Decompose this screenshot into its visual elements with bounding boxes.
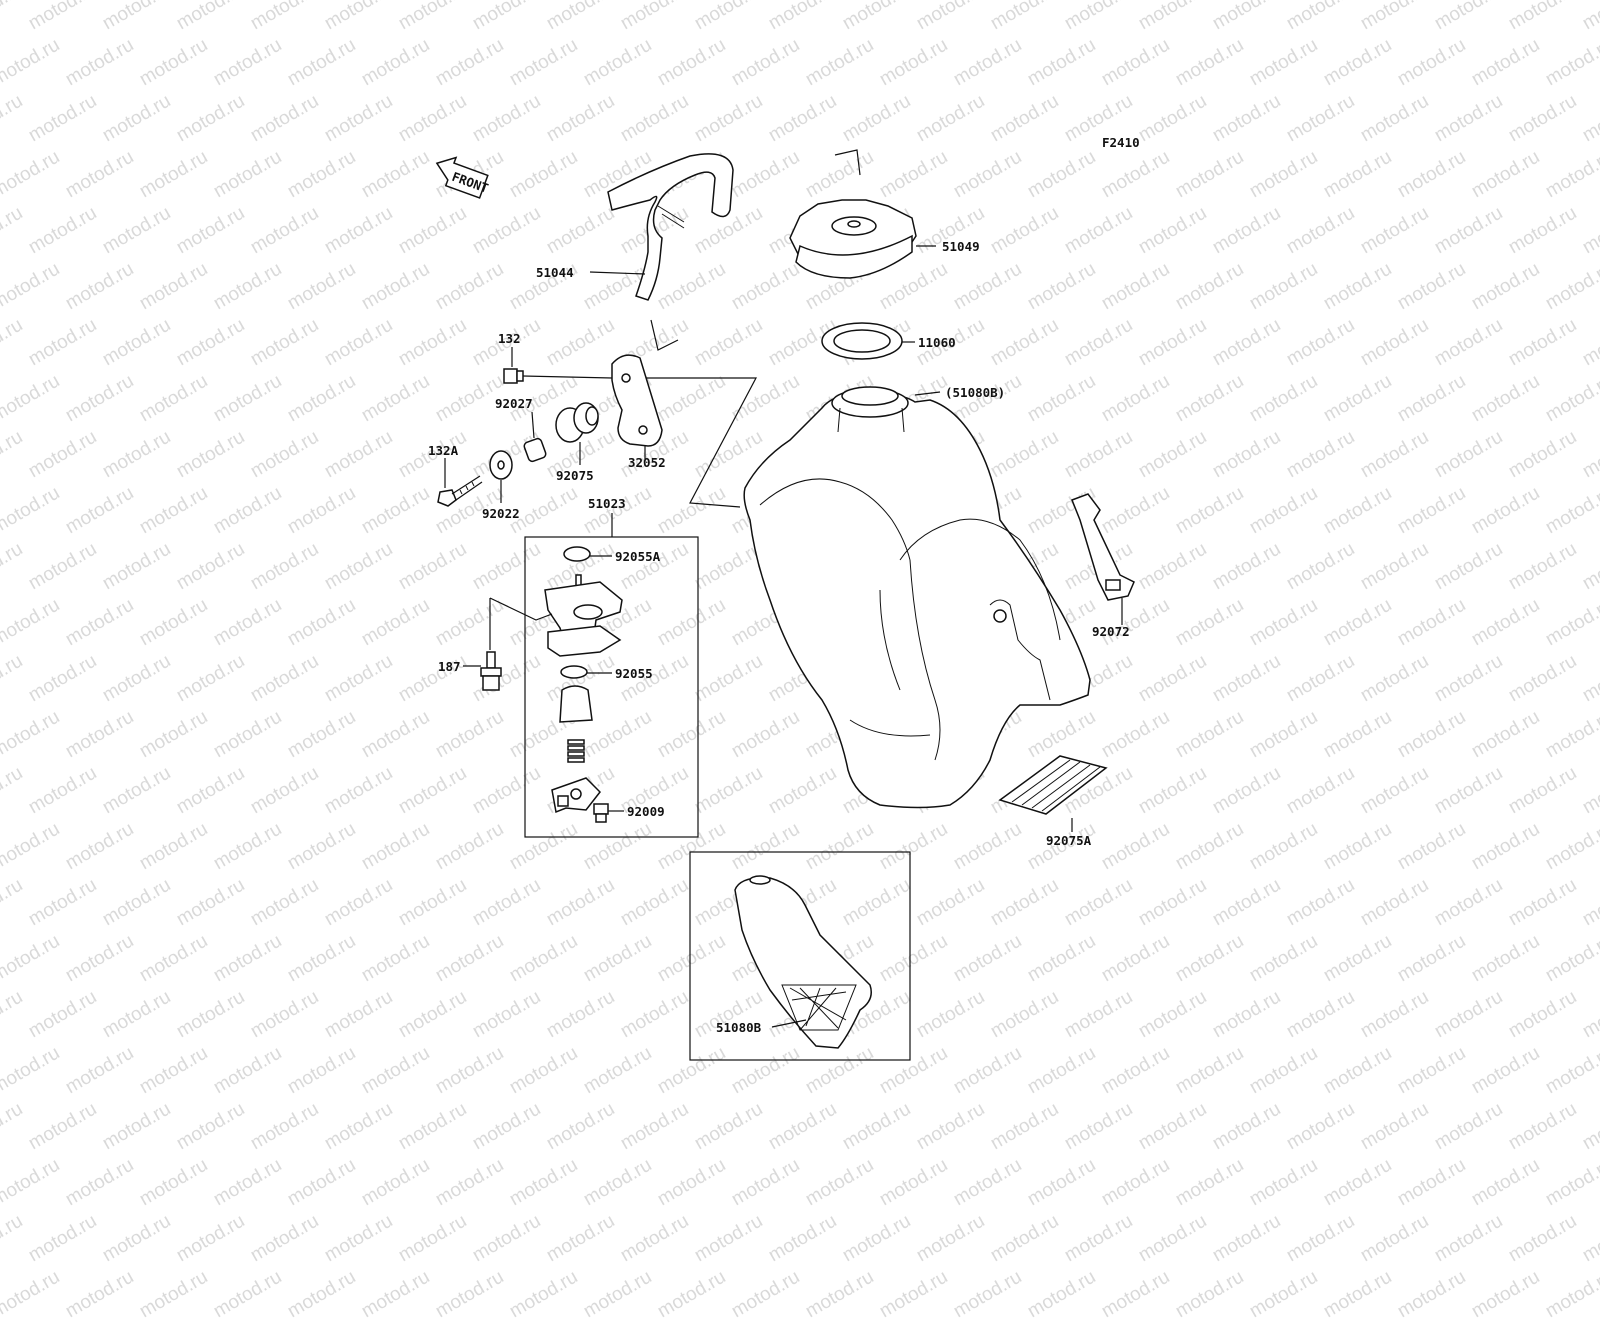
watermark-text: motod.ru <box>431 1266 508 1323</box>
label-92072: 92072 <box>1092 624 1130 639</box>
watermark-text: motod.ru <box>1578 1210 1600 1267</box>
label-51080B-paren: (51080B) <box>945 385 1005 400</box>
watermark-text: motod.ru <box>1393 1266 1470 1323</box>
watermark-text: motod.ru <box>838 1210 915 1267</box>
watermark-text: motod.ru <box>1430 1210 1507 1267</box>
spring <box>567 739 585 763</box>
label-92075: 92075 <box>556 468 594 483</box>
label-92009: 92009 <box>627 804 665 819</box>
label-132: 132 <box>498 331 521 346</box>
watermark-text: motod.ru <box>1134 1210 1211 1267</box>
watermark-text: motod.ru <box>542 1210 619 1267</box>
watermark-text: motod.ru <box>875 1266 952 1323</box>
watermark-text: motod.ru <box>616 1210 693 1267</box>
rubber-grommet <box>555 402 599 443</box>
label-51080B: 51080B <box>716 1020 762 1035</box>
watermark-text: motod.ru <box>505 1266 582 1323</box>
bolt-187 <box>480 651 502 691</box>
watermark-text: motod.ru <box>283 1266 360 1323</box>
label-51023: 51023 <box>588 496 626 511</box>
watermark-text: motod.ru <box>98 1210 175 1267</box>
figure-code: F2410 <box>1102 135 1140 150</box>
watermark-text: motod.ru <box>1208 1210 1285 1267</box>
washer <box>489 450 513 480</box>
watermark-text: motod.ru <box>986 1210 1063 1267</box>
watermark-text: motod.ru <box>949 1266 1026 1323</box>
breather-hose <box>607 153 734 301</box>
watermark-text: motod.ru <box>209 1266 286 1323</box>
watermark-text: motod.ru <box>1504 1210 1581 1267</box>
screw-92009 <box>593 803 609 823</box>
watermark-text: motod.ru <box>801 1266 878 1323</box>
o-ring-92055A <box>563 546 591 562</box>
fuel-tank-parts-diagram: F2410 FRONT 51044 51049 11060 <box>428 135 1140 1061</box>
rubber-pad <box>998 755 1108 815</box>
mounting-bracket <box>611 354 663 447</box>
fuel-cock-lever <box>551 777 601 814</box>
watermark-text: motod.ru <box>468 1210 545 1267</box>
watermark-text: motod.ru <box>357 1266 434 1323</box>
front-arrow-icon: FRONT <box>435 156 490 199</box>
watermark-text: motod.ru <box>1171 1266 1248 1323</box>
watermark-text: motod.ru <box>320 1210 397 1267</box>
watermark-text: motod.ru <box>0 1210 27 1267</box>
watermark-text: motod.ru <box>246 1210 323 1267</box>
fuel-cock-assembly-box <box>524 536 699 838</box>
bolt-132A <box>437 475 483 507</box>
label-32052: 32052 <box>628 455 666 470</box>
watermark-text: motod.ru <box>727 1266 804 1323</box>
tank-inset-box <box>689 851 911 1061</box>
watermark-text: motod.ru <box>653 1266 730 1323</box>
label-92055A: 92055A <box>615 549 661 564</box>
watermark-text: motod.ru <box>61 1266 138 1323</box>
watermark-text: motod.ru <box>1097 1266 1174 1323</box>
watermark-text: motod.ru <box>1060 1210 1137 1267</box>
bolt-132 <box>503 368 613 384</box>
label-11060: 11060 <box>918 335 956 350</box>
fuel-cock-valve <box>559 685 593 723</box>
label-92075A: 92075A <box>1046 833 1092 848</box>
fuel-tank-inset <box>734 875 872 1049</box>
label-187: 187 <box>438 659 461 674</box>
label-92055: 92055 <box>615 666 653 681</box>
watermark-text: motod.ru <box>579 1266 656 1323</box>
watermark-text: motod.ru <box>1541 1266 1600 1323</box>
label-92022: 92022 <box>482 506 520 521</box>
cap-gasket <box>821 322 915 360</box>
watermark-text: motod.ru <box>1356 1210 1433 1267</box>
watermark-text: motod.ru <box>764 1210 841 1267</box>
watermark-text: motod.ru <box>135 1266 212 1323</box>
watermark-text: motod.ru <box>172 1210 249 1267</box>
watermark-text: motod.ru <box>1282 1210 1359 1267</box>
label-51049: 51049 <box>942 239 980 254</box>
o-ring-92055 <box>560 665 588 679</box>
label-92027: 92027 <box>495 396 533 411</box>
label-51044: 51044 <box>536 265 574 280</box>
watermark-text: motod.ru <box>1245 1266 1322 1323</box>
watermark-text: motod.ru <box>912 1210 989 1267</box>
watermark-text: motod.ru <box>0 1266 64 1323</box>
fuel-cock-body <box>544 574 623 657</box>
watermark-text: motod.ru <box>1023 1266 1100 1323</box>
watermark-text: motod.ru <box>24 1210 101 1267</box>
fuel-cap <box>789 199 936 279</box>
fuel-tank <box>743 386 1091 809</box>
watermark-text: motod.ru <box>690 1210 767 1267</box>
watermark-text: motod.ru <box>1319 1266 1396 1323</box>
label-132A: 132A <box>428 443 459 458</box>
watermark-text: motod.ru <box>1467 1266 1544 1323</box>
collar <box>523 437 547 463</box>
rubber-strap <box>1071 493 1135 601</box>
watermark-text: motod.ru <box>394 1210 471 1267</box>
